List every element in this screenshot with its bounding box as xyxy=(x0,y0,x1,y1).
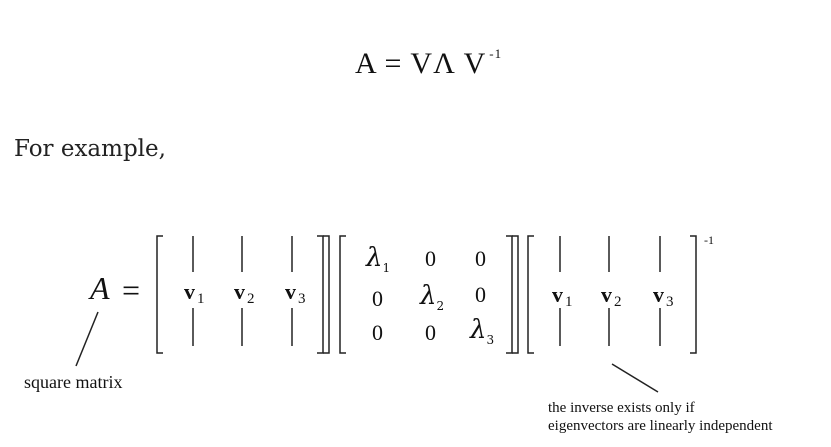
eigendecomposition-formula: A = VΛ V-1 xyxy=(355,46,502,81)
formula-lambda: Λ xyxy=(433,47,456,80)
formula-lhs: A xyxy=(355,47,377,80)
square-matrix-pointer xyxy=(75,311,99,367)
matrix2-right-bracket-2 xyxy=(512,235,519,354)
inverse-annotation-line-2: eigenvectors are linearly independent xyxy=(548,418,773,434)
matrix1-right-bracket-2 xyxy=(323,235,330,354)
matrix2-left-bracket xyxy=(339,235,346,354)
diag-cell-3-2: 0 xyxy=(425,320,436,345)
formula-v: V xyxy=(410,47,434,80)
inverse-annotation-line-1: the inverse exists only if xyxy=(548,400,695,416)
inverse-annotation: the inverse exists only if eigenvectors … xyxy=(548,399,772,435)
diag-cell-1-3: 0 xyxy=(475,246,486,271)
diag-cell-2-3: 0 xyxy=(475,282,486,307)
matrix1-left-bracket xyxy=(156,235,163,354)
matrix1-right-bracket xyxy=(317,235,324,354)
expansion-lhs: A xyxy=(90,270,110,306)
inverse-exponent: -1 xyxy=(704,233,714,247)
diag-cell-1-2: 0 xyxy=(425,246,436,271)
intro-text: For example, xyxy=(14,136,166,162)
inverse-pointer xyxy=(611,363,659,393)
diag-cell-3-1: 0 xyxy=(372,320,383,345)
formula-inverse-exponent: -1 xyxy=(489,46,503,61)
formula-v-inverse: V xyxy=(463,47,487,80)
formula-equals: = xyxy=(384,47,403,80)
matrix3-right-bracket xyxy=(690,235,697,354)
square-matrix-annotation: square matrix xyxy=(24,372,123,392)
diag-cell-2-1: 0 xyxy=(372,286,383,311)
matrix3-left-bracket xyxy=(527,235,534,354)
expansion-equals: = xyxy=(122,272,141,308)
diag-lambda-3: λ3 xyxy=(470,315,495,347)
diag-lambda-1: λ1 xyxy=(366,243,391,275)
matrix2-right-bracket xyxy=(506,235,513,354)
diag-lambda-2: λ2 xyxy=(420,281,445,313)
